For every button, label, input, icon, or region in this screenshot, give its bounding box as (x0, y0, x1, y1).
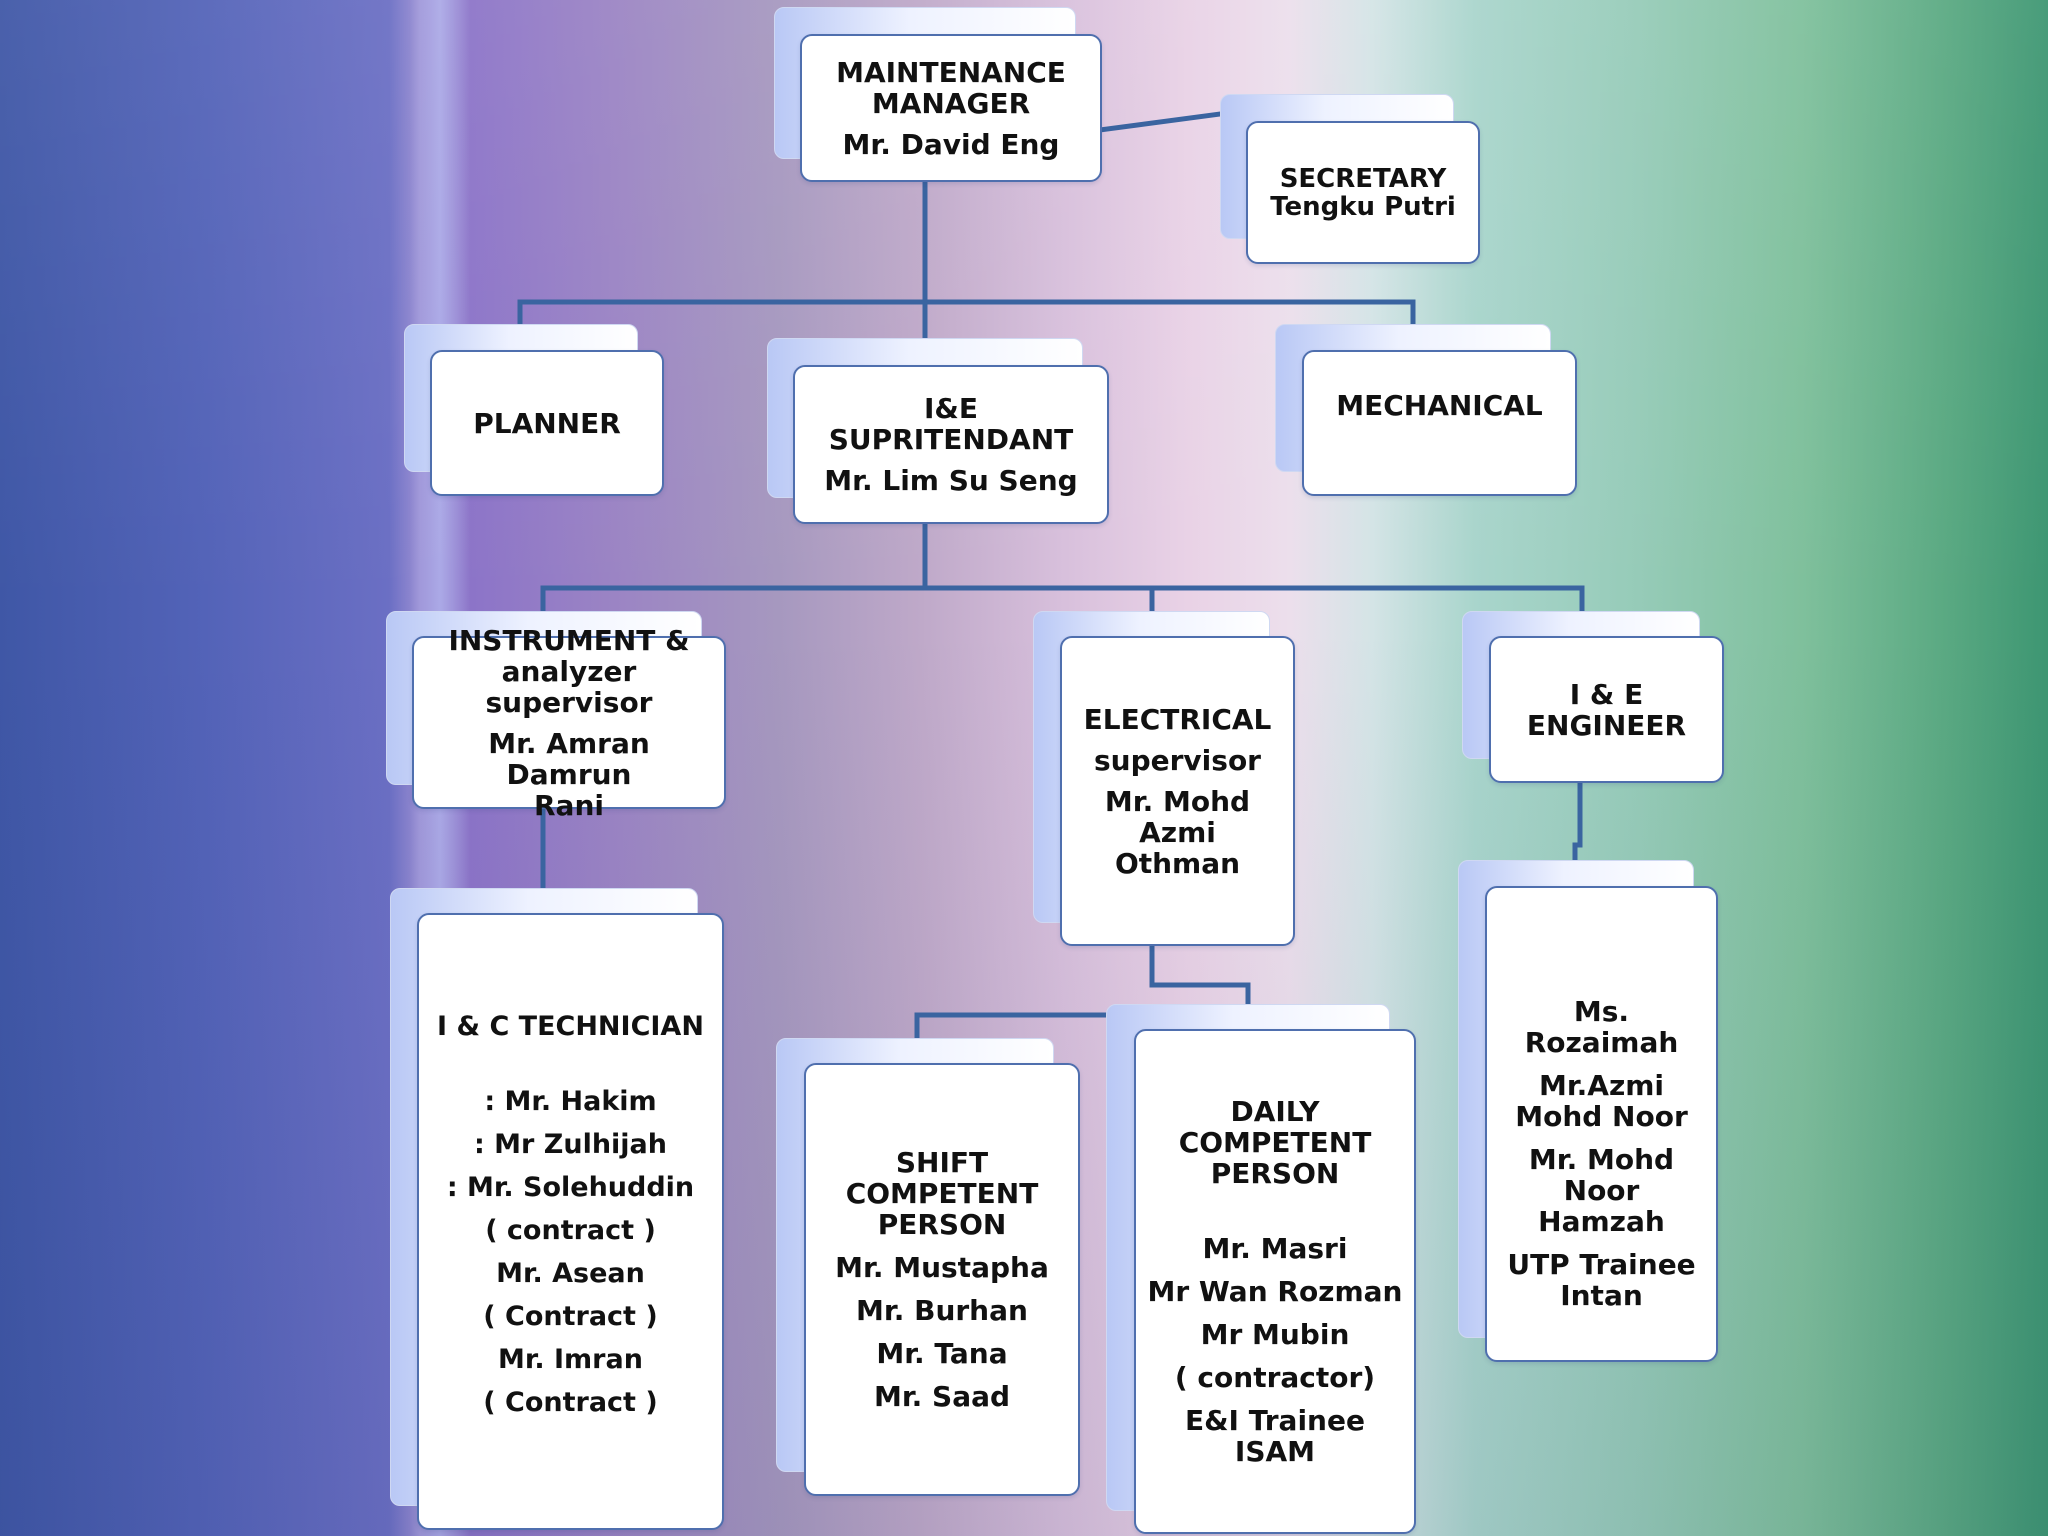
ic-technician-box: I & C TECHNICIAN : Mr. Hakim : Mr Zulhij… (390, 888, 724, 1530)
list-item: Mr. Burhan (856, 1294, 1028, 1327)
daily-competent-person-box: DAILY COMPETENT PERSON Mr. Masri Mr Wan … (1106, 1004, 1416, 1534)
instrument-supervisor-box: INSTRUMENT & analyzer supervisor Mr. Amr… (386, 611, 726, 821)
list-item: : Mr. Hakim (484, 1086, 657, 1117)
list-item: : Mr Zulhijah (473, 1129, 667, 1160)
instrument-title: INSTRUMENT & analyzer supervisor (448, 623, 690, 719)
list-item: ( contract ) (485, 1215, 656, 1246)
engineer-team-box: Ms. Rozaimah Mr.Azmi Mohd Noor Mr. Mohd … (1458, 860, 1718, 1362)
ie-superintendent-name: Mr. Lim Su Seng (824, 464, 1078, 497)
manager-title: MAINTENANCE MANAGER (836, 55, 1066, 120)
list-item: E&I Trainee ISAM (1185, 1404, 1365, 1468)
list-item: Mr. Imran (498, 1344, 643, 1375)
list-item: UTP Trainee Intan (1507, 1248, 1696, 1312)
list-item: : Mr. Solehuddin (446, 1172, 695, 1203)
ie-superintendent-box: I&E SUPRITENDANT Mr. Lim Su Seng (767, 338, 1109, 524)
instrument-name: Mr. Amran Damrun Rani (488, 726, 650, 822)
planner-title: PLANNER (473, 406, 621, 440)
secretary-box: SECRETARY Tengku Putri (1220, 94, 1480, 264)
ic-technician-title: I & C TECHNICIAN (437, 1011, 704, 1042)
list-item: Ms. Rozaimah (1524, 995, 1679, 1059)
shift-cp-title: SHIFT COMPETENT PERSON (845, 1146, 1039, 1241)
mechanical-box: MECHANICAL (1275, 324, 1577, 496)
maintenance-manager-box: MAINTENANCE MANAGER Mr. David Eng (774, 7, 1102, 182)
ie-engineer-box: I & E ENGINEER (1462, 611, 1724, 783)
secretary-name: Tengku Putri (1270, 191, 1456, 222)
electrical-name: Mr. Mohd Azmi Othman (1104, 784, 1251, 880)
list-item: Mr Mubin (1200, 1318, 1350, 1351)
list-item: ( Contract ) (483, 1387, 658, 1418)
list-item: Mr Wan Rozman (1147, 1275, 1403, 1308)
manager-name: Mr. David Eng (842, 127, 1060, 161)
list-item: Mr. Asean (496, 1258, 645, 1289)
daily-cp-list: Mr. Masri Mr Wan Rozman Mr Mubin ( contr… (1148, 1233, 1403, 1467)
shift-competent-person-box: SHIFT COMPETENT PERSON Mr. Mustapha Mr. … (776, 1038, 1080, 1496)
list-item: ( Contract ) (483, 1301, 658, 1332)
list-item: Mr. Saad (873, 1380, 1011, 1413)
ic-technician-list: : Mr. Hakim : Mr Zulhijah : Mr. Solehudd… (447, 1086, 694, 1418)
electrical-title: ELECTRICAL (1083, 702, 1272, 736)
ie-engineer-title: I & E ENGINEER (1526, 677, 1687, 742)
list-item: Mr. Tana (876, 1337, 1008, 1370)
connector-manager-secretary (1097, 111, 1223, 133)
mechanical-title: MECHANICAL (1336, 389, 1543, 422)
secretary-title: SECRETARY (1279, 163, 1447, 194)
list-item: ( contractor) (1174, 1361, 1376, 1394)
engineer-team-list: Ms. Rozaimah Mr.Azmi Mohd Noor Mr. Mohd … (1497, 996, 1706, 1311)
ie-superintendent-title: I&E SUPRITENDANT (828, 392, 1074, 456)
list-item: Mr. Masri (1202, 1232, 1348, 1265)
electrical-subtitle: supervisor (1093, 743, 1261, 777)
shift-cp-list: Mr. Mustapha Mr. Burhan Mr. Tana Mr. Saa… (835, 1252, 1049, 1412)
daily-cp-title: DAILY COMPETENT PERSON (1178, 1095, 1372, 1190)
list-item: Mr. Mohd Noor Hamzah (1528, 1143, 1675, 1238)
list-item: Mr. Mustapha (835, 1251, 1049, 1284)
list-item: Mr.Azmi Mohd Noor (1515, 1069, 1688, 1133)
planner-box: PLANNER (404, 324, 664, 496)
electrical-supervisor-box: ELECTRICAL supervisor Mr. Mohd Azmi Othm… (1033, 611, 1295, 946)
